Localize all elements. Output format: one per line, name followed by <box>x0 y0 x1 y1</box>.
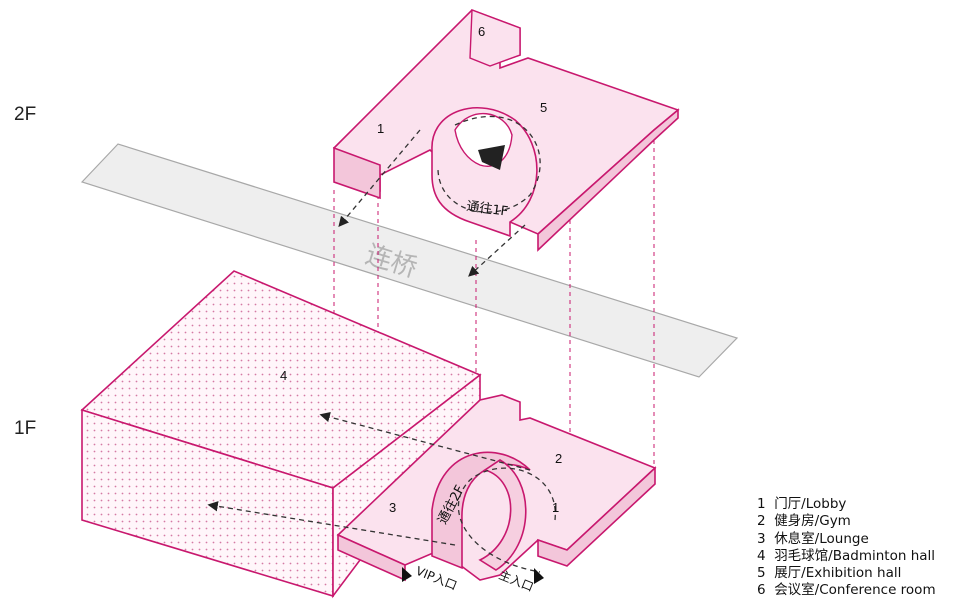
stair-1f-wall-b <box>478 459 527 571</box>
legend-item: 5 展厅/Exhibition hall <box>757 565 936 582</box>
path-2f-to-bridge-right <box>468 224 526 277</box>
main-entrance-label: 主入口 <box>497 568 536 594</box>
main-entrance-arrow <box>534 568 544 584</box>
stair-label-to-1f: 通往1F <box>465 199 508 220</box>
vip-entrance-label: VIP入口 <box>414 564 459 593</box>
legend-num: 6 <box>757 582 766 599</box>
slab-2f-right-front <box>537 108 679 252</box>
room6-raised <box>469 9 521 67</box>
legend-item: 2 健身房/Gym <box>757 513 936 530</box>
legend-item: 4 羽毛球馆/Badminton hall <box>757 548 936 565</box>
bridge-connector <box>80 143 739 378</box>
block-2f <box>332 9 680 252</box>
room-number-3: 3 <box>389 500 396 515</box>
legend-item: 6 会议室/Conference room <box>757 582 936 599</box>
room-number-1-2f: 1 <box>377 121 384 136</box>
block-1f-slab <box>336 394 657 582</box>
floor-label-2f: 2F <box>14 104 37 125</box>
legend-num: 3 <box>757 530 766 547</box>
legend-item: 1 门厅/Lobby <box>757 496 936 513</box>
path-2f-lobby-to-bridge <box>338 129 421 227</box>
legend-text: 门厅/Lobby <box>774 496 847 512</box>
room-number-1-1f: 1 <box>552 500 559 515</box>
legend-num: 2 <box>757 513 766 530</box>
room-number-4: 4 <box>280 368 287 383</box>
stair-2f-hole-shade <box>478 145 505 170</box>
path-1f-main-loop <box>457 467 556 573</box>
legend-item: 3 休息室/Lounge <box>757 531 936 548</box>
room-number-6: 6 <box>478 24 485 39</box>
room-number-2: 2 <box>555 451 562 466</box>
room-number-5: 5 <box>540 100 547 115</box>
floor-label-1f: 1F <box>14 418 37 439</box>
slab-2f-left-front <box>333 146 381 200</box>
vip-entrance-arrow <box>402 567 412 582</box>
legend-text: 展厅/Exhibition hall <box>774 565 902 582</box>
legend-text: 休息室/Lounge <box>774 530 869 547</box>
room-legend: 1 门厅/Lobby 2 健身房/Gym 3 休息室/Lounge 4 羽毛球馆… <box>757 496 936 600</box>
legend-num: 5 <box>757 565 766 582</box>
legend-text: 会议室/Conference room <box>774 582 936 599</box>
legend-text: 羽毛球馆/Badminton hall <box>774 547 936 564</box>
path-2f-drum-loop <box>437 115 541 213</box>
legend-num: 4 <box>757 547 766 564</box>
legend-text: 健身房/Gym <box>774 513 851 530</box>
slab-1f-right <box>537 466 656 567</box>
legend-num: 1 <box>757 496 766 512</box>
circulation-paths <box>207 115 556 573</box>
